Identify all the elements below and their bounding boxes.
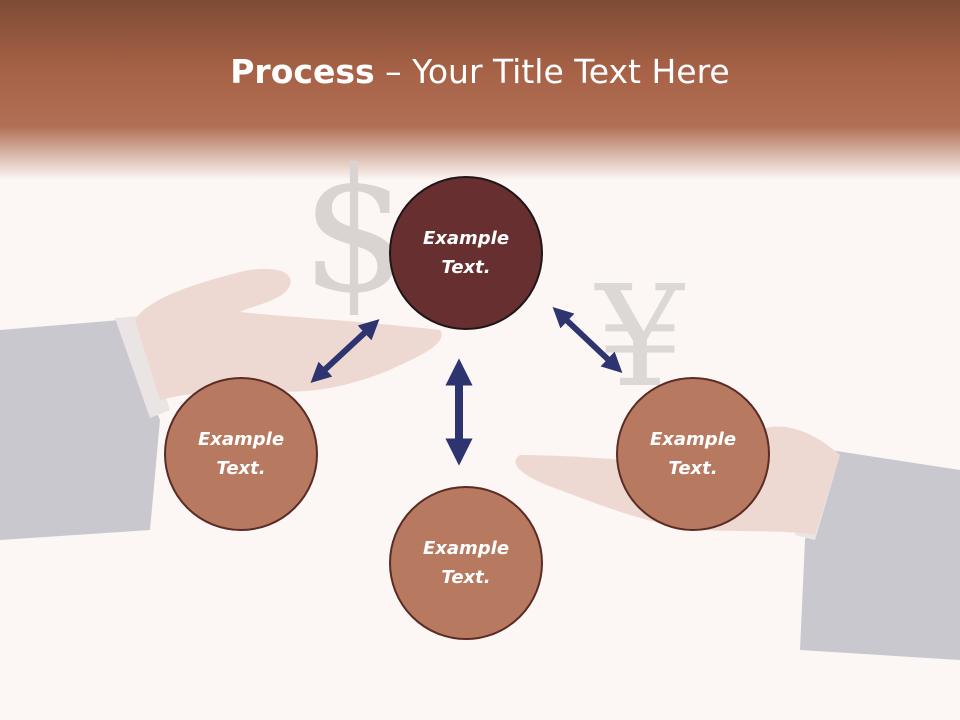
node-left-text: Example Text. bbox=[197, 429, 285, 479]
arrow-top-left bbox=[310, 319, 380, 383]
process-node-right[interactable]: Example Text. bbox=[616, 377, 770, 531]
node-top-text: Example Text. bbox=[422, 228, 510, 278]
title-bold: Process bbox=[230, 52, 375, 91]
title-banner bbox=[0, 0, 960, 180]
node-right-text: Example Text. bbox=[649, 429, 737, 479]
arrow-top-right bbox=[552, 306, 623, 374]
process-node-left[interactable]: Example Text. bbox=[164, 377, 318, 531]
slide-title: Process – Your Title Text Here bbox=[0, 52, 960, 91]
title-rest: – Your Title Text Here bbox=[374, 52, 730, 91]
process-node-top[interactable]: Example Text. bbox=[389, 176, 543, 330]
process-node-bottom[interactable]: Example Text. bbox=[389, 486, 543, 640]
node-bottom-text: Example Text. bbox=[422, 538, 510, 588]
